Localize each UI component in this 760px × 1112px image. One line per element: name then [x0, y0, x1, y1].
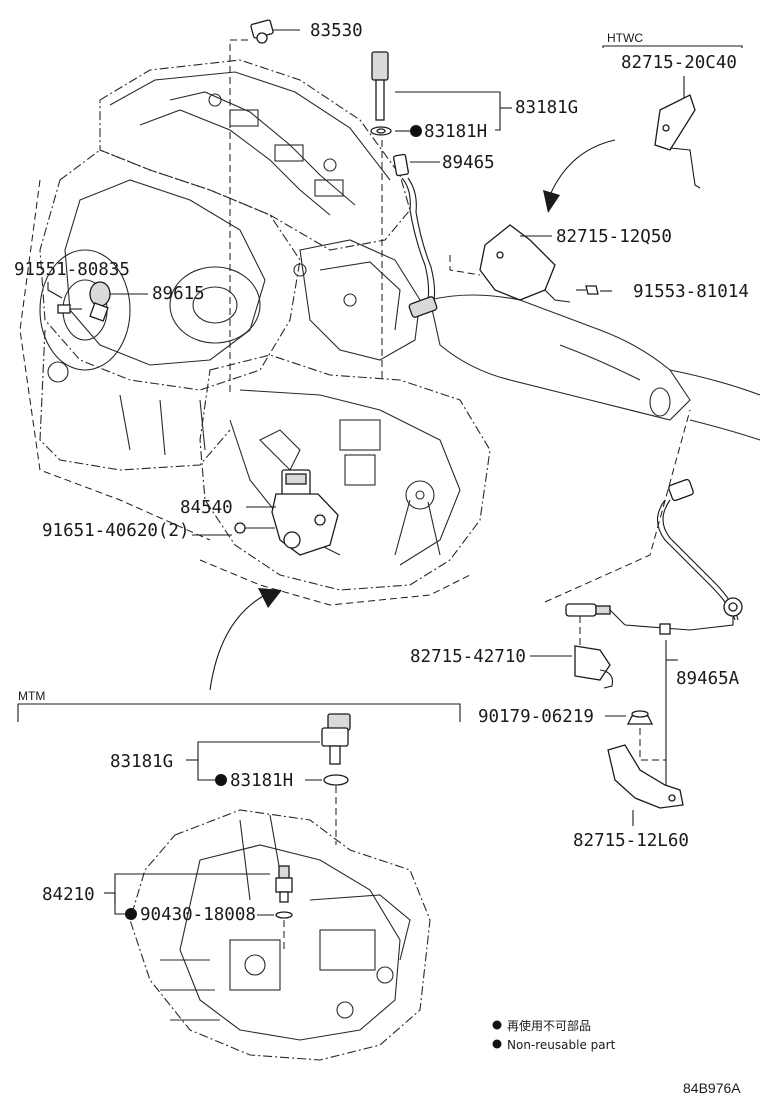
- legend-text-en: Non-reusable part: [507, 1038, 616, 1052]
- part-label-84540[interactable]: 84540: [180, 498, 233, 518]
- mtm-section-bracket: [17, 703, 461, 722]
- htwc-section-bracket: [602, 45, 743, 48]
- nut-90179-06219-drawing[interactable]: [626, 710, 654, 725]
- oxygen-sensor-89465A-drawing[interactable]: [565, 478, 743, 635]
- non-reusable-dot-83181H-mtm: [215, 774, 227, 786]
- bracket-82715-12Q50-drawing[interactable]: [479, 224, 571, 303]
- dash-link-12Q50: [449, 255, 481, 276]
- arrow-mtm-head: [258, 588, 282, 608]
- bolt-91553-81014-drawing[interactable]: [576, 285, 599, 295]
- diagram-reference-code: 84B976A: [683, 1080, 741, 1096]
- switch-84540-drawing[interactable]: [271, 469, 339, 556]
- dash-link-90179: [639, 728, 666, 761]
- part-label-89465A[interactable]: 89465A: [676, 669, 740, 689]
- part-label-82715-42710[interactable]: 82715-42710: [410, 647, 526, 667]
- speed-sensor-mtm-drawing[interactable]: [321, 713, 351, 845]
- bracket-84210: [114, 873, 270, 905]
- part-label-84210[interactable]: 84210: [42, 885, 95, 905]
- part-label-83181G-top[interactable]: 83181G: [515, 98, 578, 118]
- dash-link-89465A: [544, 409, 691, 603]
- bracket-90430-18008: [114, 893, 126, 915]
- switch-84210-drawing[interactable]: [275, 865, 293, 950]
- leader-91551-80835: [47, 282, 63, 299]
- bracket-82715-12L60-drawing[interactable]: [607, 744, 684, 809]
- engine-assembly-drawing: [19, 59, 760, 606]
- part-label-90430-18008[interactable]: 90430-18008: [140, 905, 256, 925]
- part-label-90179-06219[interactable]: 90179-06219: [478, 707, 594, 727]
- non-reusable-dot-90430-18008: [125, 908, 137, 920]
- part-label-91553-81014[interactable]: 91553-81014: [633, 282, 749, 302]
- bracket-83181G-top: [395, 91, 501, 131]
- clip-82715-42710-drawing[interactable]: [574, 645, 614, 689]
- part-label-82715-12Q50[interactable]: 82715-12Q50: [556, 227, 672, 247]
- part-83530-drawing[interactable]: [229, 19, 300, 395]
- part-label-83530[interactable]: 83530: [310, 21, 363, 41]
- oxygen-sensor-89465-drawing[interactable]: [393, 153, 438, 318]
- bolt-91551-80835-drawing[interactable]: [57, 304, 82, 314]
- legend-dot-en: [492, 1039, 502, 1049]
- part-label-89615[interactable]: 89615: [152, 284, 205, 304]
- part-label-83181H-top[interactable]: 83181H: [424, 122, 487, 142]
- part-label-83181H-mtm[interactable]: 83181H: [230, 771, 293, 791]
- non-reusable-dot-83181H-top: [410, 125, 422, 137]
- arrow-mtm-curve: [209, 594, 266, 691]
- arrow-htwc-head: [543, 190, 560, 213]
- manual-transmission-drawing: [129, 809, 431, 1061]
- legend-dot-jp: [492, 1020, 502, 1030]
- section-label-mtm: MTM: [18, 689, 45, 703]
- part-label-82715-12L60[interactable]: 82715-12L60: [573, 831, 689, 851]
- bolt-91651-40620-drawing[interactable]: [234, 522, 275, 534]
- arrow-htwc-curve: [549, 139, 616, 196]
- part-label-82715-20C40[interactable]: 82715-20C40: [621, 53, 737, 73]
- legend-text-jp: 再使用不可部品: [507, 1018, 591, 1033]
- part-label-89465[interactable]: 89465: [442, 153, 495, 173]
- part-label-91551-80835[interactable]: 91551-80835: [14, 260, 130, 280]
- bracket-83181H-mtm: [197, 760, 215, 781]
- speed-sensor-top-drawing[interactable]: [370, 51, 392, 380]
- section-label-htwc: HTWC: [607, 31, 643, 45]
- part-label-91651-40620[interactable]: 91651-40620(2): [42, 521, 190, 541]
- part-label-83181G-mtm[interactable]: 83181G: [110, 752, 173, 772]
- bracket-83181G-mtm: [197, 741, 320, 760]
- bracket-82715-20C40-drawing[interactable]: [654, 94, 701, 189]
